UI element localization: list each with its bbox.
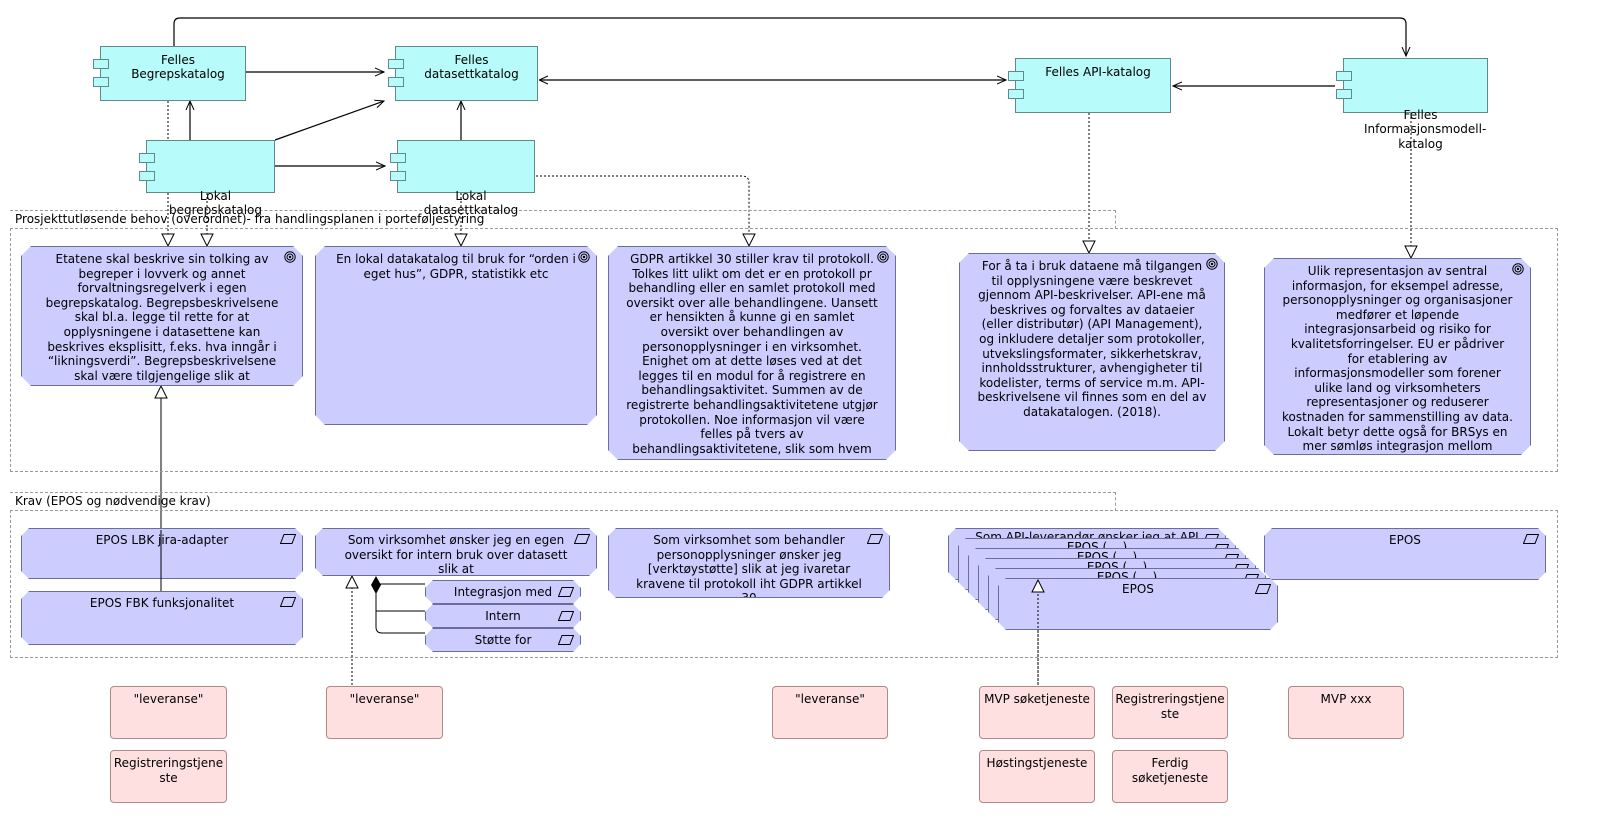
felles-informasjonsmodell-katalog[interactable]: Felles Informasjonsmodell- katalog bbox=[1336, 58, 1488, 151]
flow-lokalbegrep-datasett bbox=[274, 101, 384, 141]
req-epos-lbk[interactable]: EPOS LBK jira-adapter bbox=[21, 528, 303, 579]
req-oversikt[interactable]: Som virksomhet ønsker jeg en egen oversi… bbox=[315, 528, 597, 576]
component-icon bbox=[1336, 89, 1352, 99]
parallelogram-icon bbox=[558, 587, 574, 597]
group-krav bbox=[10, 510, 1558, 658]
deliverable-leveranse-1[interactable]: "leveranse" bbox=[110, 686, 227, 739]
deliverable-hostingstjeneste[interactable]: Høstingstjeneste bbox=[979, 750, 1095, 803]
flow-begrep-to-info bbox=[173, 17, 1406, 56]
parallelogram-icon bbox=[280, 534, 296, 544]
group-krav-title: Krav (EPOS og nødvendige krav) bbox=[15, 494, 211, 508]
target-icon bbox=[1206, 258, 1218, 270]
target-icon bbox=[284, 251, 296, 263]
component-icon bbox=[139, 153, 155, 163]
component-icon bbox=[139, 171, 155, 181]
parallelogram-icon bbox=[1255, 584, 1271, 594]
group-behov bbox=[10, 228, 1558, 472]
aggregation-diamond bbox=[371, 576, 381, 594]
component-icon bbox=[390, 153, 406, 163]
parallelogram-icon bbox=[574, 534, 590, 544]
lokal-datasettkatalog[interactable]: Lokal datasettkatalog bbox=[390, 140, 535, 217]
parallelogram-icon bbox=[558, 635, 574, 645]
target-icon bbox=[877, 251, 889, 263]
goal-info[interactable]: Ulik representasjon av sentral informasj… bbox=[1264, 258, 1531, 455]
component-icon bbox=[93, 59, 109, 69]
component-icon bbox=[1008, 89, 1024, 99]
goal-datakatalog[interactable]: En lokal datakatalog til bruk for “orden… bbox=[315, 246, 597, 425]
goal-gdpr[interactable]: GDPR artikkel 30 stiller krav til protok… bbox=[608, 246, 896, 460]
deliverable-registrering-2[interactable]: Registreringstjene ste bbox=[1112, 686, 1228, 739]
deliverable-leveranse-2[interactable]: "leveranse" bbox=[326, 686, 443, 739]
target-icon bbox=[1512, 263, 1524, 275]
component-icon bbox=[388, 77, 404, 87]
deliverable-mvp-xxx[interactable]: MVP xxx bbox=[1288, 686, 1404, 739]
component-icon bbox=[93, 77, 109, 87]
parallelogram-icon bbox=[280, 597, 296, 607]
component-icon bbox=[390, 171, 406, 181]
req-intern[interactable]: Intern bbox=[425, 604, 581, 628]
req-stotte[interactable]: Støtte for bbox=[425, 628, 581, 652]
component-icon bbox=[388, 59, 404, 69]
group-behov-title: Prosjekttutløsende behov (overordnet)- f… bbox=[15, 212, 485, 226]
aggregation-lines bbox=[375, 583, 425, 634]
target-icon bbox=[578, 251, 590, 263]
goal-begrep[interactable]: Etatene skal beskrive sin tolking av beg… bbox=[21, 246, 303, 386]
deliverable-registrering-1[interactable]: Registreringstjene ste bbox=[110, 750, 227, 803]
deliverable-mvp-soketjeneste[interactable]: MVP søketjeneste bbox=[979, 686, 1095, 739]
deliverable-leveranse-3[interactable]: "leveranse" bbox=[772, 686, 888, 739]
req-gdpr[interactable]: Som virksomhet som behandler personopply… bbox=[608, 528, 890, 598]
req-epos-right[interactable]: EPOS bbox=[1264, 528, 1546, 580]
deliverable-ferdig-soketjeneste[interactable]: Ferdig søketjeneste bbox=[1112, 750, 1228, 803]
component-icon bbox=[1008, 71, 1024, 81]
realization-lokaldatasett-gdpr bbox=[536, 175, 749, 246]
felles-api-katalog[interactable]: Felles API-katalog bbox=[1008, 58, 1171, 113]
parallelogram-icon bbox=[1523, 534, 1539, 544]
felles-begrepskatalog[interactable]: Felles Begrepskatalog bbox=[93, 46, 246, 101]
req-integrasjon[interactable]: Integrasjon med bbox=[425, 580, 581, 604]
req-stack-front[interactable]: EPOS bbox=[998, 578, 1278, 630]
component-icon bbox=[1336, 71, 1352, 81]
felles-datasettkatalog[interactable]: Felles datasettkatalog bbox=[388, 46, 538, 101]
group-behov-tab bbox=[10, 210, 1116, 229]
lokal-begrepskatalog[interactable]: Lokal begrepskatalog bbox=[139, 140, 275, 217]
parallelogram-icon bbox=[867, 534, 883, 544]
goal-api[interactable]: For å ta i bruk dataene må tilgangen til… bbox=[959, 253, 1225, 451]
req-epos-fbk[interactable]: EPOS FBK funksjonalitet bbox=[21, 591, 303, 645]
parallelogram-icon bbox=[558, 611, 574, 621]
group-krav-tab bbox=[10, 492, 1116, 511]
